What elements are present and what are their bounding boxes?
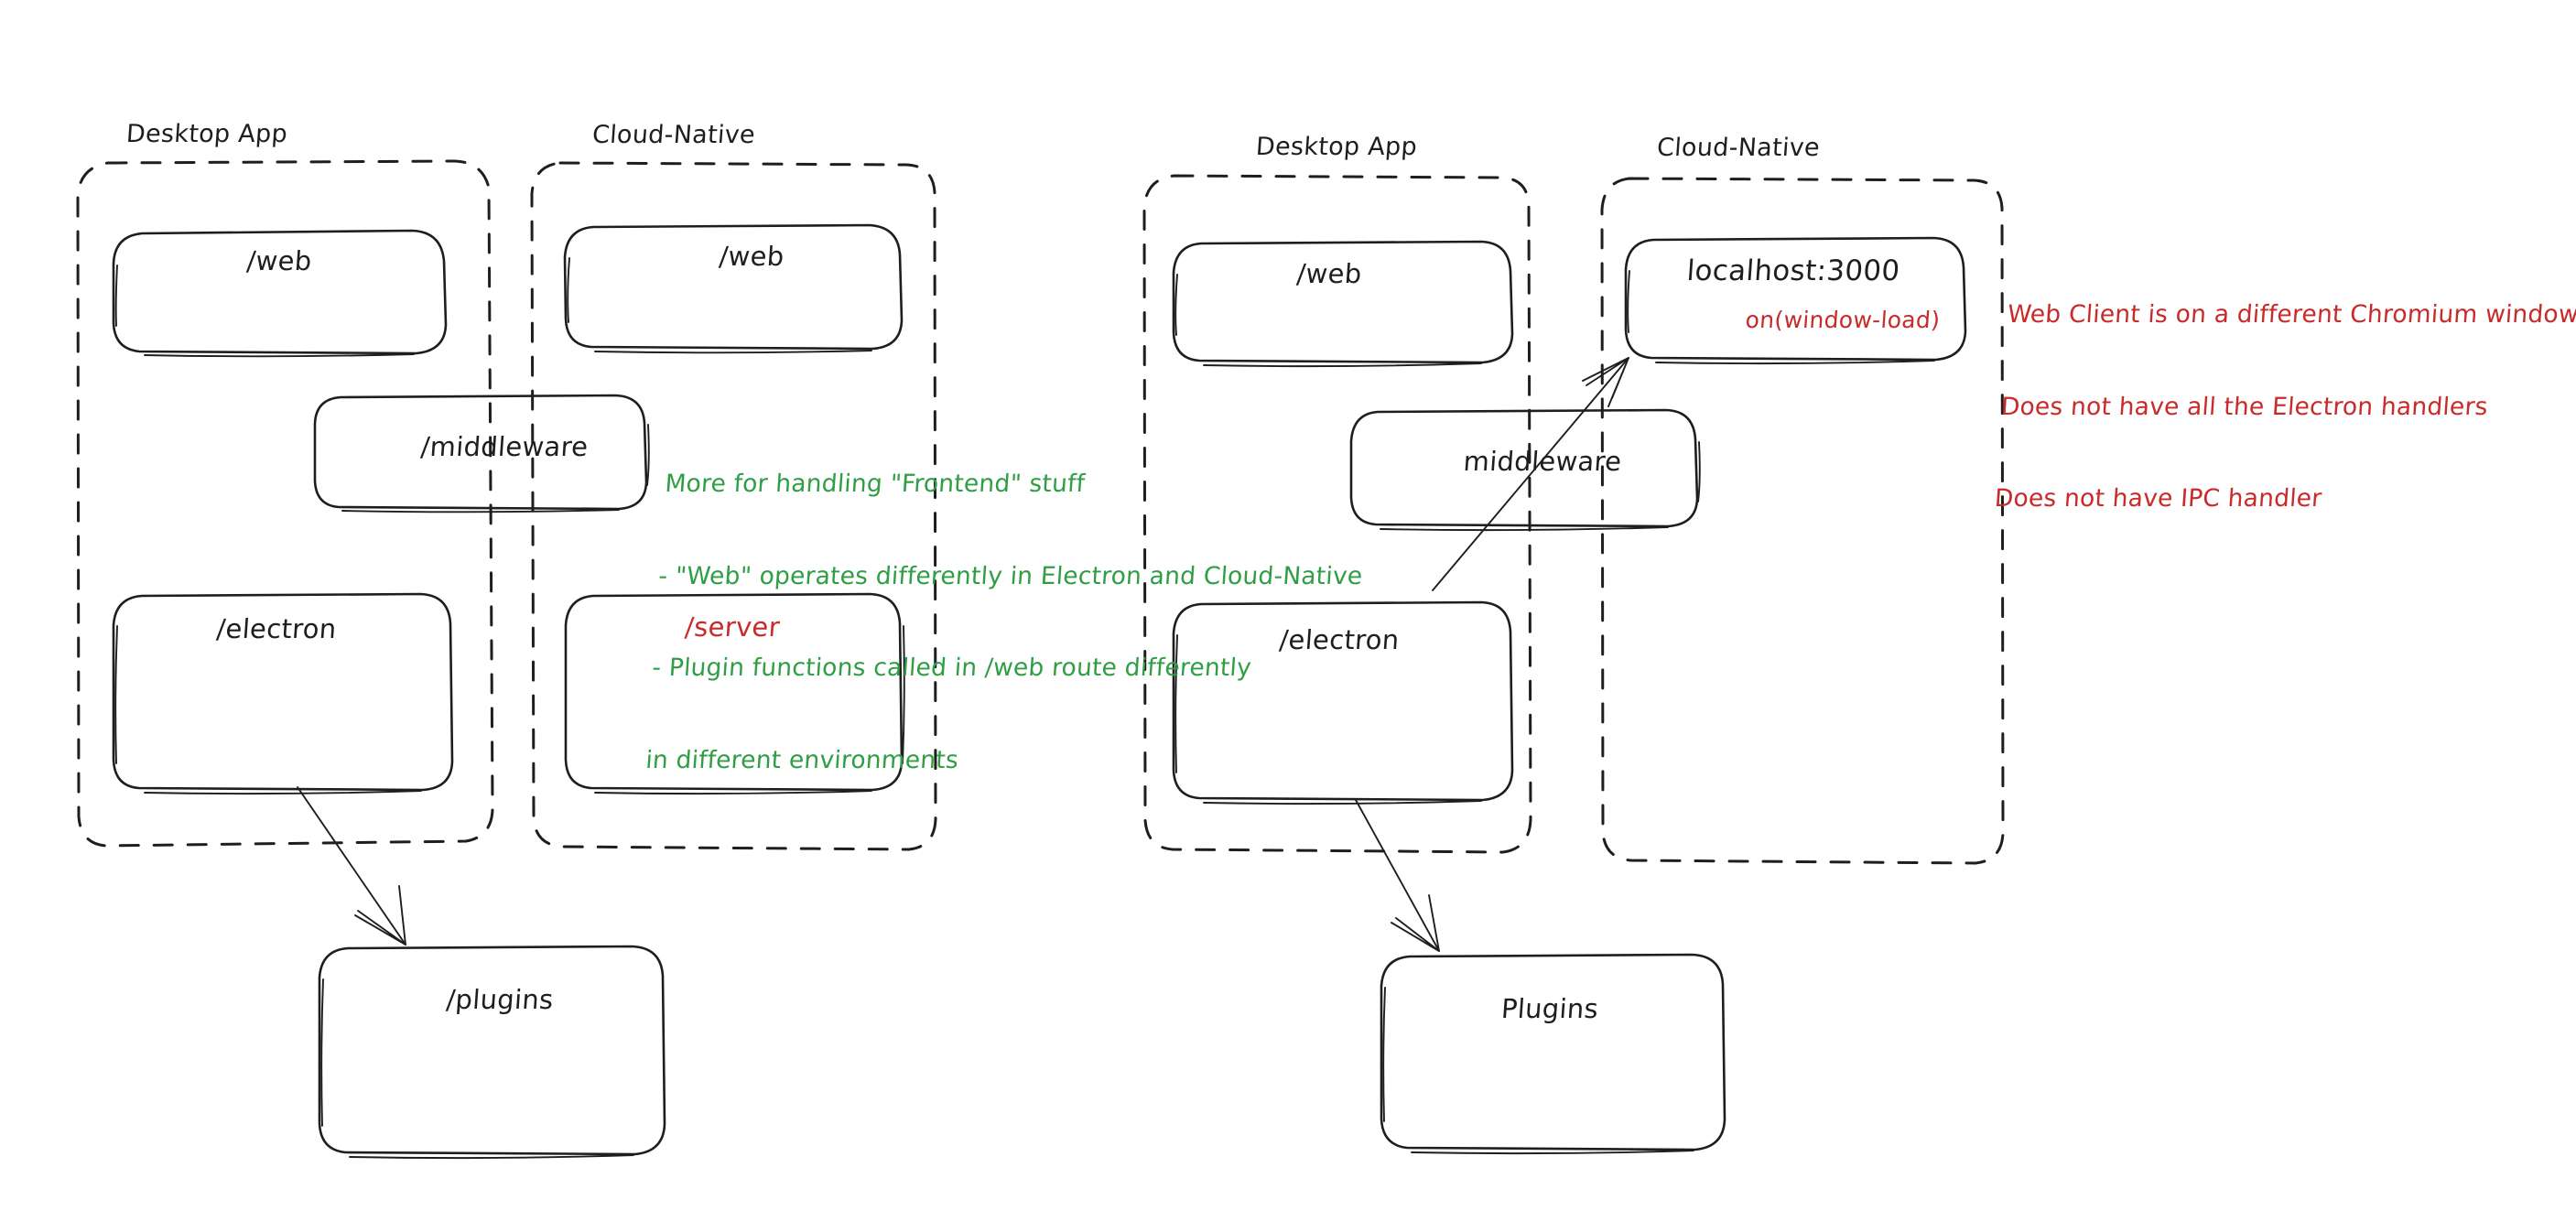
node-label-left-plugins[interactable]: /plugins [445, 984, 555, 1015]
annotation-web-client-line-2: Does not have all the Electron handlers [1999, 392, 2489, 421]
annotation-frontend-note: More for handling "Frontend" stuff - "We… [641, 407, 1375, 837]
group-outline-left-cloud-native [530, 161, 937, 851]
group-label-left-desktop-app: Desktop App [124, 120, 289, 148]
annotation-frontend-line-3: - Plugin functions called in /web route … [651, 654, 1253, 682]
annotation-frontend-line-1: More for handling "Frontend" stuff [664, 470, 1087, 498]
group-outline-right-cloud-native [1600, 177, 2005, 865]
node-outline-right-middleware [1349, 408, 1701, 532]
node-label-right-middleware[interactable]: middleware [1462, 446, 1623, 477]
annotation-frontend-line-4: in different environments [644, 745, 960, 774]
group-label-right-desktop-app: Desktop App [1254, 133, 1419, 161]
node-label-right-desktop-web[interactable]: /web [1295, 258, 1363, 289]
arrow-left-electron-to-plugins [297, 786, 406, 946]
node-outline-right-desktop-web [1172, 240, 1514, 368]
annotation-frontend-line-2: - "Web" operates differently in Electron… [657, 561, 1364, 590]
annotation-web-client-line-3: Does not have IPC handler [1993, 484, 2323, 513]
node-outline-right-electron [1172, 600, 1514, 805]
node-outline-left-electron [112, 592, 454, 795]
node-outline-left-middleware [313, 394, 650, 513]
arrow-right-electron-to-localhost [1432, 357, 1629, 591]
node-label-left-desktop-web[interactable]: /web [245, 245, 313, 276]
annotation-web-client-note: Web Client is on a different Chromium wi… [1989, 238, 2576, 576]
arrow-right-electron-to-plugins [1355, 799, 1440, 952]
node-label-left-electron[interactable]: /electron [215, 613, 338, 644]
node-label-right-plugins[interactable]: Plugins [1499, 993, 1600, 1024]
annotation-web-client-line-1: Web Client is on a different Chromium wi… [2006, 300, 2576, 329]
node-outline-left-server [564, 592, 905, 795]
group-label-right-cloud-native: Cloud-Native [1655, 134, 1822, 162]
group-outline-right-desktop-app [1142, 174, 1532, 854]
node-outline-left-desktop-web [112, 229, 448, 358]
node-outline-right-localhost [1624, 236, 1967, 365]
group-outline-left-desktop-app [76, 159, 494, 848]
node-sublabel-right-on-window-load: on(window-load) [1744, 307, 1942, 333]
node-label-right-localhost[interactable]: localhost:3000 [1685, 254, 1901, 287]
group-label-left-cloud-native: Cloud-Native [590, 121, 757, 149]
node-label-left-cloud-web[interactable]: /web [718, 241, 785, 272]
node-outline-left-plugins [318, 945, 666, 1160]
node-label-right-electron[interactable]: /electron [1278, 624, 1401, 655]
node-label-left-middleware[interactable]: /middleware [419, 431, 590, 462]
node-outline-left-cloud-web [563, 223, 904, 354]
node-outline-right-plugins [1380, 953, 1726, 1155]
